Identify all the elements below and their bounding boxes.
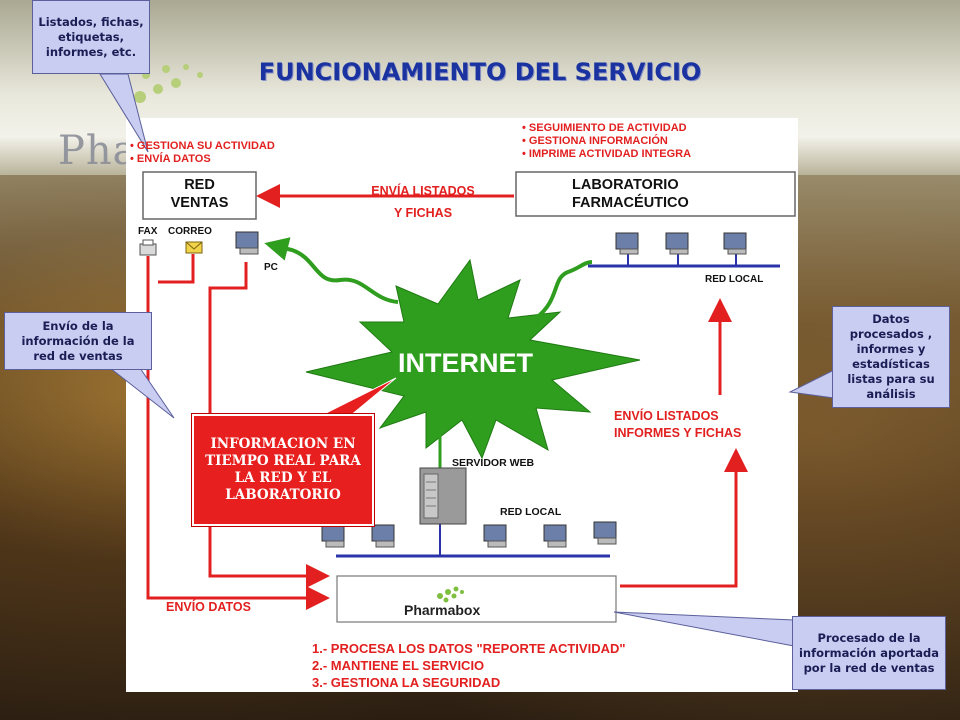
pharmabox-steps: 1.- PROCESA LOS DATOS "REPORTE ACTIVIDAD… — [312, 640, 626, 691]
pharmabox-label: Pharmabox — [404, 602, 481, 618]
computer-icon — [615, 232, 639, 255]
green-link-lab — [534, 260, 593, 320]
laboratorio-box — [515, 171, 796, 217]
callout-datos-procesados: Datos procesados , informes y estadístic… — [832, 306, 950, 408]
line-pc-down — [208, 262, 330, 588]
laboratorio-label: LABORATORIO FARMACÉUTICO — [572, 176, 689, 212]
laboratorio-line1: LABORATORIO — [572, 177, 679, 193]
page-title: FUNCIONAMIENTO DEL SERVICIO — [258, 58, 702, 86]
computer-icon — [665, 232, 689, 255]
callout-pointer — [99, 73, 149, 153]
computer-icon — [593, 521, 617, 545]
envio-listados-line2: INFORMES Y FICHAS — [614, 426, 742, 440]
fax-icon — [139, 239, 157, 256]
envia-listados-line1: ENVÍA LISTADOS — [371, 184, 475, 198]
background-logo: Pha — [58, 128, 138, 174]
callout-envio-info: Envío de la información de la red de ven… — [4, 312, 152, 370]
callout-procesado: Procesado de la información aportada por… — [792, 616, 946, 690]
red-ventas-bullet: • GESTIONA SU ACTIVIDAD — [130, 140, 275, 152]
callout-pointer — [788, 369, 835, 399]
correo-label: CORREO — [168, 226, 212, 237]
info-realtime-box: INFORMACION EN TIEMPO REAL PARA LA RED Y… — [192, 414, 374, 526]
envio-listados-line1: ENVÍO LISTADOS — [614, 409, 719, 423]
computer-icon — [723, 232, 747, 255]
envio-datos-label: ENVÍO DATOS — [166, 600, 251, 614]
line-pharmabox-up-outer — [620, 448, 748, 588]
green-link-pc — [264, 237, 399, 304]
laboratorio-bullet: • GESTIONA INFORMACIÓN — [522, 135, 668, 147]
red-ventas-bullet: • ENVÍA DATOS — [130, 153, 211, 165]
server-icon — [419, 467, 467, 525]
internet-burst — [305, 258, 641, 460]
laboratorio-bullet: • IMPRIME ACTIVIDAD INTEGRA — [522, 148, 692, 160]
line-fax-down — [146, 256, 330, 610]
laboratorio-bullet: • SEGUIMIENTO DE ACTIVIDAD — [522, 122, 687, 134]
step-item: 2.- MANTIENE EL SERVICIO — [312, 658, 485, 673]
red-ventas-line1: RED — [184, 177, 215, 193]
computer-icon — [543, 524, 567, 548]
line-correo-down — [158, 254, 195, 284]
fax-label: FAX — [138, 226, 158, 237]
pharmabox-logo-dots — [437, 586, 464, 603]
callout-listados: Listados, fichas, etiquetas, informes, e… — [32, 0, 150, 74]
computer-icon — [371, 524, 395, 548]
computer-icon — [483, 524, 507, 548]
red-ventas-bullets: • GESTIONA SU ACTIVIDAD • ENVÍA DATOS — [130, 140, 275, 166]
servidor-web-label: SERVIDOR WEB — [452, 457, 535, 469]
laboratorio-line2: FARMACÉUTICO — [572, 195, 689, 211]
callout-pointer — [613, 611, 795, 647]
computer-icon — [321, 524, 345, 548]
pharmabox-box — [336, 575, 617, 623]
envia-listados-line2: Y FICHAS — [393, 206, 453, 220]
envio-listados-label: ENVÍO LISTADOS INFORMES Y FICHAS — [614, 408, 741, 442]
pc-label: PC — [264, 262, 278, 273]
decorative-dots — [134, 64, 203, 103]
step-item: 3.- GESTIONA LA SEGURIDAD — [312, 675, 501, 690]
laboratorio-bullets: • SEGUIMIENTO DE ACTIVIDAD • GESTIONA IN… — [522, 122, 691, 161]
red-ventas-box — [142, 171, 257, 220]
step-item: 1.- PROCESA LOS DATOS "REPORTE ACTIVIDAD… — [312, 641, 626, 656]
red-ventas-label: RED VENTAS — [143, 176, 256, 212]
computer-icon — [235, 231, 259, 255]
red-ventas-line2: VENTAS — [170, 195, 229, 211]
lab-red-local-label: RED LOCAL — [705, 274, 764, 285]
envia-listados-label: ENVÍA LISTADOS Y FICHAS — [350, 180, 496, 224]
server-red-local-label: RED LOCAL — [500, 506, 562, 518]
callout-pointer — [108, 367, 175, 419]
internet-label: INTERNET — [398, 348, 533, 378]
mail-icon — [185, 241, 203, 254]
